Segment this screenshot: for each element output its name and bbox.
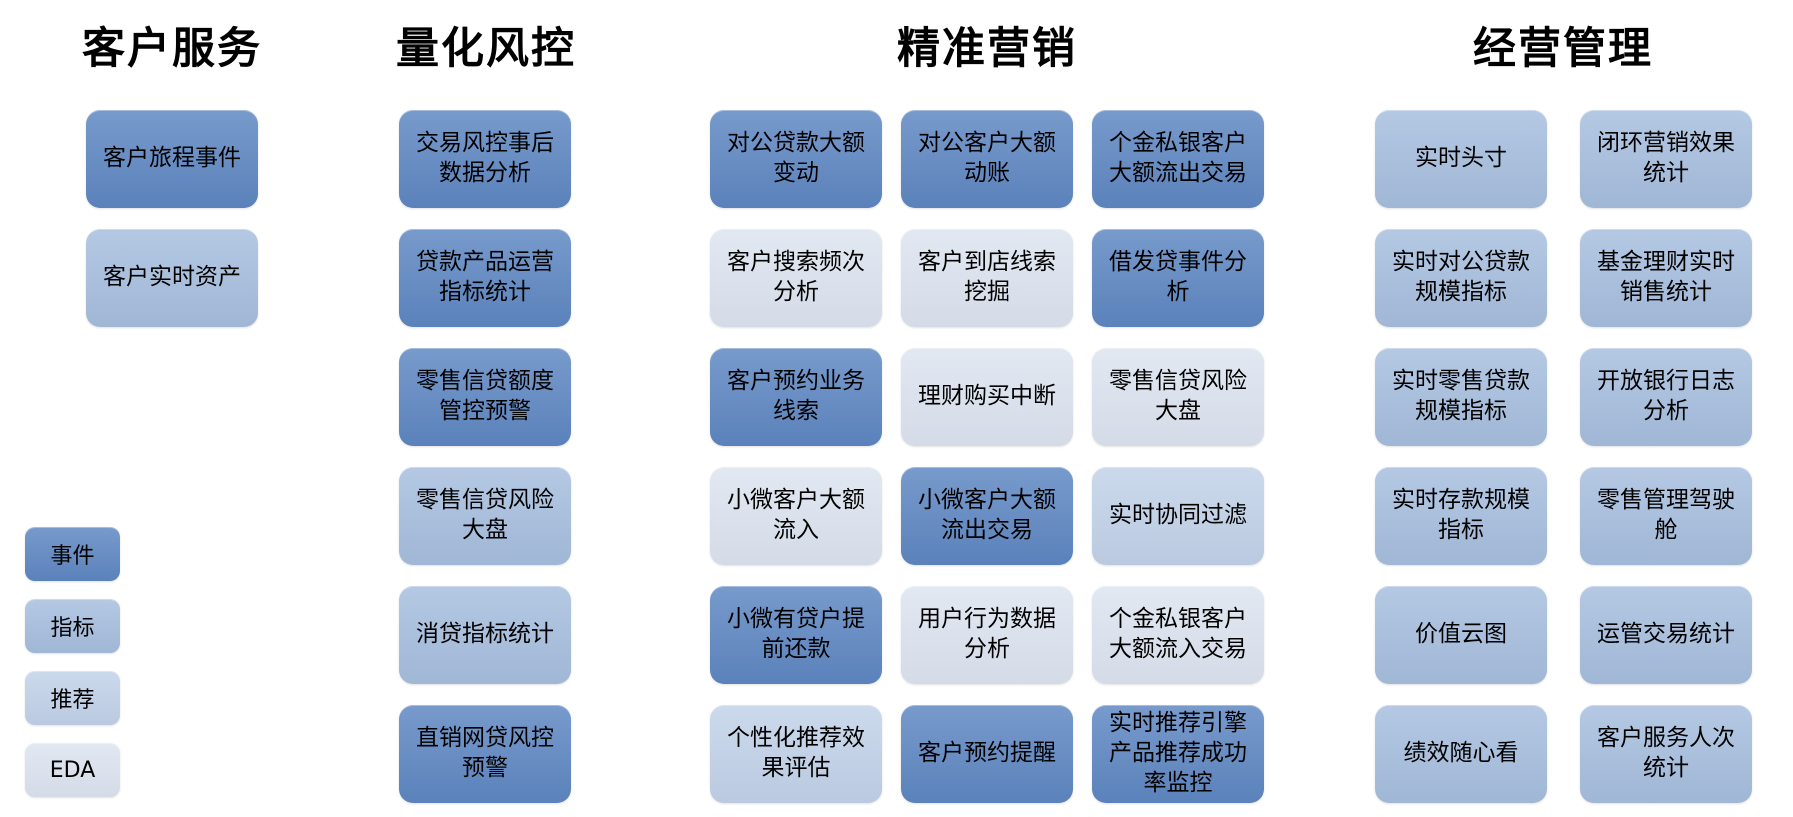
scenario-box-indicator: 开放银行日志分析 xyxy=(1580,348,1752,446)
scenario-box-indicator: 实时头寸 xyxy=(1375,110,1547,208)
group-title: 经营管理 xyxy=(1473,24,1653,74)
group-1-column-0: 交易风控事后数据分析贷款产品运营指标统计零售信贷额度管控预警零售信贷风险大盘消贷… xyxy=(399,110,571,803)
legend-item-eda: EDA xyxy=(25,743,120,797)
group-2-column-2: 个金私银客户大额流出交易借发贷事件分析零售信贷风险大盘实时协同过滤个金私银客户大… xyxy=(1092,110,1264,803)
scenario-box-event: 客户旅程事件 xyxy=(86,110,258,208)
scenario-box-indicator: 实时零售贷款规模指标 xyxy=(1375,348,1547,446)
scenario-box-eda: 零售信贷风险大盘 xyxy=(1092,348,1264,446)
scenario-box-recommend: 实时协同过滤 xyxy=(1092,467,1264,565)
scenario-box-event: 个金私银客户大额流出交易 xyxy=(1092,110,1264,208)
group-2-column-0: 对公贷款大额变动客户搜索频次分析客户预约业务线索小微客户大额流入小微有贷户提前还… xyxy=(710,110,882,803)
scenario-box-event: 客户预约提醒 xyxy=(901,705,1073,803)
group-3-column-0: 实时头寸实时对公贷款规模指标实时零售贷款规模指标实时存款规模指标价值云图绩效随心… xyxy=(1375,110,1547,803)
scenario-box-indicator: 绩效随心看 xyxy=(1375,705,1547,803)
scenario-box-event: 对公客户大额动账 xyxy=(901,110,1073,208)
group-title: 精准营销 xyxy=(897,24,1077,74)
scenario-box-eda: 理财购买中断 xyxy=(901,348,1073,446)
legend-item-indicator: 指标 xyxy=(25,599,120,653)
legend: 事件指标推荐 EDA xyxy=(25,527,120,797)
scenario-box-eda: 个金私银客户大额流入交易 xyxy=(1092,586,1264,684)
scenario-box-event: 直销网贷风控预警 xyxy=(399,705,571,803)
scenario-box-indicator: 价值云图 xyxy=(1375,586,1547,684)
scenario-box-eda: 用户行为数据分析 xyxy=(901,586,1073,684)
group-title: 量化风控 xyxy=(396,24,576,74)
scenario-box-indicator: 消贷指标统计 xyxy=(399,586,571,684)
scenario-box-indicator: 零售信贷风险大盘 xyxy=(399,467,571,565)
scenario-box-event: 交易风控事后数据分析 xyxy=(399,110,571,208)
group-2-column-1: 对公客户大额动账客户到店线索挖掘理财购买中断小微客户大额流出交易用户行为数据分析… xyxy=(901,110,1073,803)
scenario-box-event: 实时推荐引擎产品推荐成功率监控 xyxy=(1092,705,1264,803)
scenario-box-event: 对公贷款大额变动 xyxy=(710,110,882,208)
scenario-box-eda: 小微客户大额流入 xyxy=(710,467,882,565)
scenario-box-indicator: 实时存款规模指标 xyxy=(1375,467,1547,565)
group-title: 客户服务 xyxy=(82,24,262,74)
legend-item-recommend: 推荐 xyxy=(25,671,120,725)
scenario-box-event: 小微有贷户提前还款 xyxy=(710,586,882,684)
scenario-box-indicator: 客户服务人次统计 xyxy=(1580,705,1752,803)
scenario-box-indicator: 基金理财实时销售统计 xyxy=(1580,229,1752,327)
scenario-box-indicator: 客户实时资产 xyxy=(86,229,258,327)
scenario-box-event: 小微客户大额流出交易 xyxy=(901,467,1073,565)
scenario-box-indicator: 实时对公贷款规模指标 xyxy=(1375,229,1547,327)
scenario-box-indicator: 闭环营销效果统计 xyxy=(1580,110,1752,208)
scenario-box-eda: 客户到店线索挖掘 xyxy=(901,229,1073,327)
scenario-box-recommend: 个性化推荐效果评估 xyxy=(710,705,882,803)
scenario-box-event: 客户预约业务线索 xyxy=(710,348,882,446)
scenario-box-indicator: 零售管理驾驶舱 xyxy=(1580,467,1752,565)
scenario-box-indicator: 运管交易统计 xyxy=(1580,586,1752,684)
scenario-box-event: 贷款产品运营指标统计 xyxy=(399,229,571,327)
scenario-box-eda: 客户搜索频次分析 xyxy=(710,229,882,327)
group-3-column-1: 闭环营销效果统计基金理财实时销售统计开放银行日志分析零售管理驾驶舱运管交易统计客… xyxy=(1580,110,1752,803)
scenario-box-event: 零售信贷额度管控预警 xyxy=(399,348,571,446)
scenario-box-event: 借发贷事件分析 xyxy=(1092,229,1264,327)
legend-item-event: 事件 xyxy=(25,527,120,581)
group-0-column-0: 客户旅程事件客户实时资产 xyxy=(86,110,258,327)
